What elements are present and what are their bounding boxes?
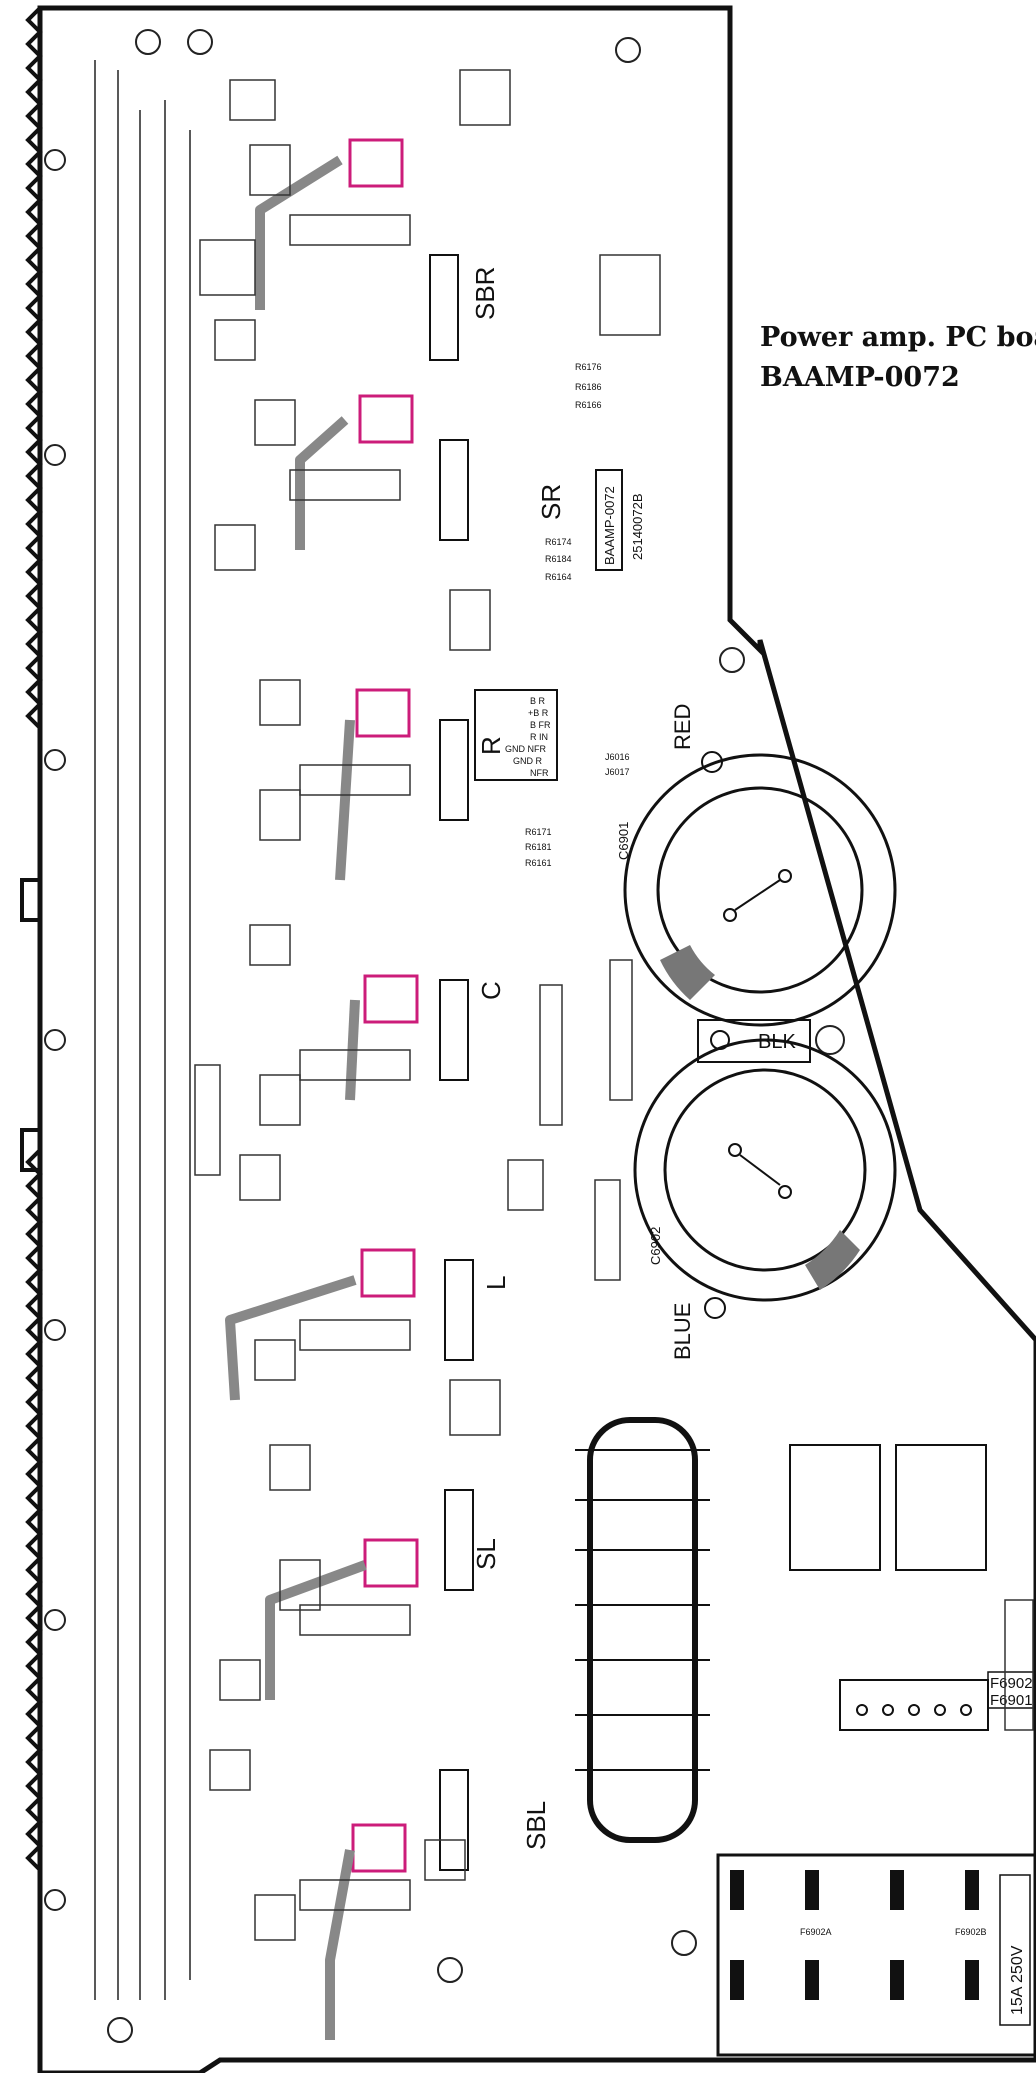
board-part-number: BAAMP-0072	[760, 362, 960, 393]
heatsink-edge	[25, 6, 43, 730]
silk-part-number: BAAMP-0072	[602, 486, 617, 565]
blk-terminal	[697, 1019, 811, 1063]
ref-j6016: J6016	[605, 752, 630, 762]
heatsink-edge-lower	[20, 878, 43, 1872]
ref-r6181: R6181	[525, 842, 552, 852]
mounting-holes	[107, 29, 845, 2043]
power-connector-pins	[856, 1704, 972, 1716]
pad-highlights	[348, 138, 419, 1873]
capacitor-c6901	[623, 753, 897, 1027]
connector-strips	[429, 254, 474, 1871]
ref-r6186: R6186	[575, 382, 602, 392]
fuse-label-box	[987, 1671, 1036, 1709]
ref-r6161: R6161	[525, 858, 552, 868]
channel-label-r: R	[476, 736, 506, 755]
pin-label: B FR	[530, 720, 551, 730]
relay-b	[895, 1444, 987, 1571]
board-outline	[37, 5, 1036, 2073]
capacitor-label-top: C6901	[616, 822, 631, 860]
ref-r6166: R6166	[575, 400, 602, 410]
pin-label: R IN	[530, 732, 548, 742]
channel-label-l: L	[481, 1276, 511, 1290]
pin-label-box	[474, 689, 558, 781]
wire-label-red: RED	[670, 704, 695, 750]
relay-a	[789, 1444, 881, 1571]
channel-label-sbr: SBR	[470, 267, 500, 320]
resistor-columns	[94, 60, 191, 2000]
fuse-label-f6901: F6901	[990, 1692, 1033, 1709]
ref-r6171: R6171	[525, 827, 552, 837]
blue-terminal-icon	[704, 1297, 726, 1319]
pin-label: GND R	[513, 756, 543, 766]
pin-label: B R	[530, 696, 546, 706]
fuse-rating: 15A 250V	[1009, 1945, 1026, 2015]
small-components	[194, 69, 1034, 1941]
channel-label-c: C	[476, 981, 506, 1000]
silk-part-box	[595, 469, 623, 571]
fuse-label-f6902: F6902	[990, 1675, 1033, 1692]
fuse-holders	[730, 1870, 979, 2000]
fuse-block	[716, 1853, 1036, 2057]
pin-label: +B R	[528, 708, 549, 718]
ref-j6017: J6017	[605, 767, 630, 777]
ref-r6176: R6176	[575, 362, 602, 372]
red-terminal-icon	[701, 751, 723, 773]
silk-code: 25140072B	[630, 493, 645, 560]
board-title-block: Power amp. PC boa BAAMP-0072	[760, 318, 1036, 398]
output-transistors	[44, 149, 66, 1911]
capacitor-label-bottom: C6902	[648, 1227, 663, 1265]
ref-r6174: R6174	[545, 537, 572, 547]
pin-label: NFR	[530, 768, 549, 778]
ref-f6902a: F6902A	[800, 1927, 832, 1937]
blk-terminal-icon	[710, 1030, 730, 1050]
choke-winding	[587, 1417, 698, 1843]
channel-label-sbl: SBL	[521, 1801, 551, 1850]
channel-label-sl: SL	[471, 1538, 501, 1570]
board-title: Power amp. PC boa	[760, 322, 1036, 353]
pin-labels: B R +B R B FR R IN GND NFR GND R NFR	[505, 696, 551, 778]
pin-label: GND NFR	[505, 744, 546, 754]
fuse-rating-box	[999, 1874, 1031, 2026]
wire-label-blue: BLUE	[670, 1303, 695, 1360]
ref-f6902b: F6902B	[955, 1927, 987, 1937]
channel-label-sr: SR	[536, 484, 566, 520]
capacitor-c6902	[633, 1038, 897, 1302]
wire-label-black: BLK	[758, 1031, 796, 1053]
ref-r6184: R6184	[545, 554, 572, 564]
ref-r6164: R6164	[545, 572, 572, 582]
choke-bars	[575, 1449, 710, 1771]
